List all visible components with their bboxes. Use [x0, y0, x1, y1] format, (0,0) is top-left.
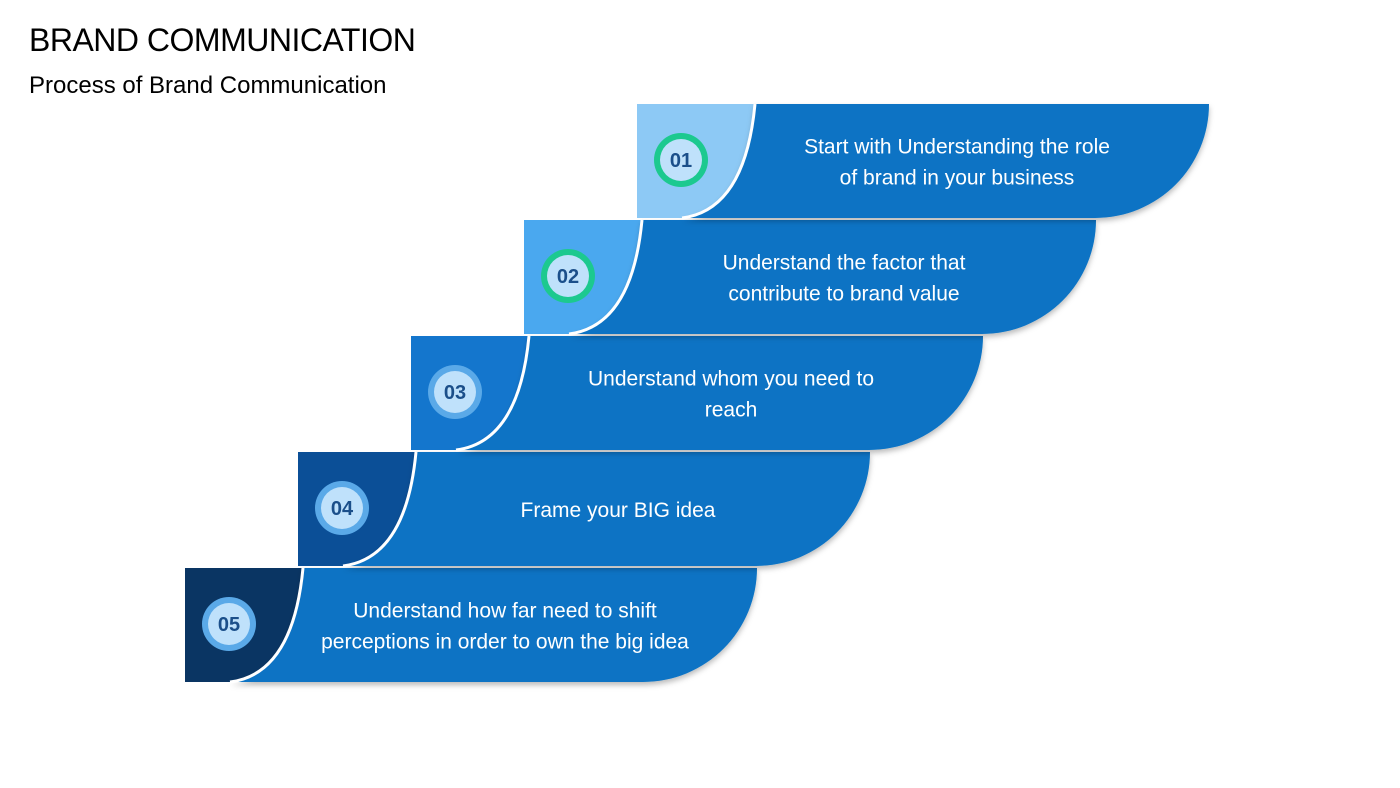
step-01: 01 Start with Understanding the role of br…: [637, 103, 1209, 220]
step-number-circle: [547, 255, 589, 297]
step-separator: [229, 567, 305, 684]
step-separator: [568, 219, 644, 336]
step-band: [569, 220, 1096, 334]
step-description-line: reach: [705, 399, 758, 422]
step-description-line: Understand whom you need to: [588, 368, 874, 391]
step-05: 05 Understand how far need to shift percep…: [185, 567, 757, 684]
step-description-line: Frame your BIG idea: [521, 499, 716, 522]
step-band: [230, 568, 757, 682]
step-number: 04: [331, 498, 354, 520]
step-03: 03 Understand whom you need to reach: [411, 335, 983, 452]
step-description-line: Understand how far need to shift: [353, 600, 657, 623]
step-number: 02: [557, 266, 579, 288]
step-description-line: perceptions in order to own the big idea: [321, 631, 689, 654]
step-description-line: contribute to brand value: [728, 283, 959, 306]
step-band: [682, 104, 1209, 218]
step-description-line: Understand the factor that: [723, 252, 966, 275]
step-number-circle: [208, 603, 250, 645]
step-description-line: Start with Understanding the role: [804, 136, 1110, 159]
step-description-line: of brand in your business: [840, 167, 1075, 190]
step-number-circle: [660, 139, 702, 181]
step-02: 02 Understand the factor that contribute t…: [524, 219, 1096, 336]
step-number-circle: [321, 487, 363, 529]
slide-title: BRAND COMMUNICATION: [29, 22, 416, 58]
step-separator: [342, 451, 418, 568]
slide-subtitle: Process of Brand Communication: [29, 72, 387, 99]
step-separator: [681, 103, 757, 220]
step-number: 01: [670, 150, 692, 172]
step-band: [456, 336, 983, 450]
step-number-circle: [434, 371, 476, 413]
step-number: 03: [444, 382, 466, 404]
step-number: 05: [218, 614, 240, 636]
step-04: 04 Frame your BIG idea: [298, 451, 870, 568]
step-separator: [455, 335, 531, 452]
step-band: [343, 452, 870, 566]
